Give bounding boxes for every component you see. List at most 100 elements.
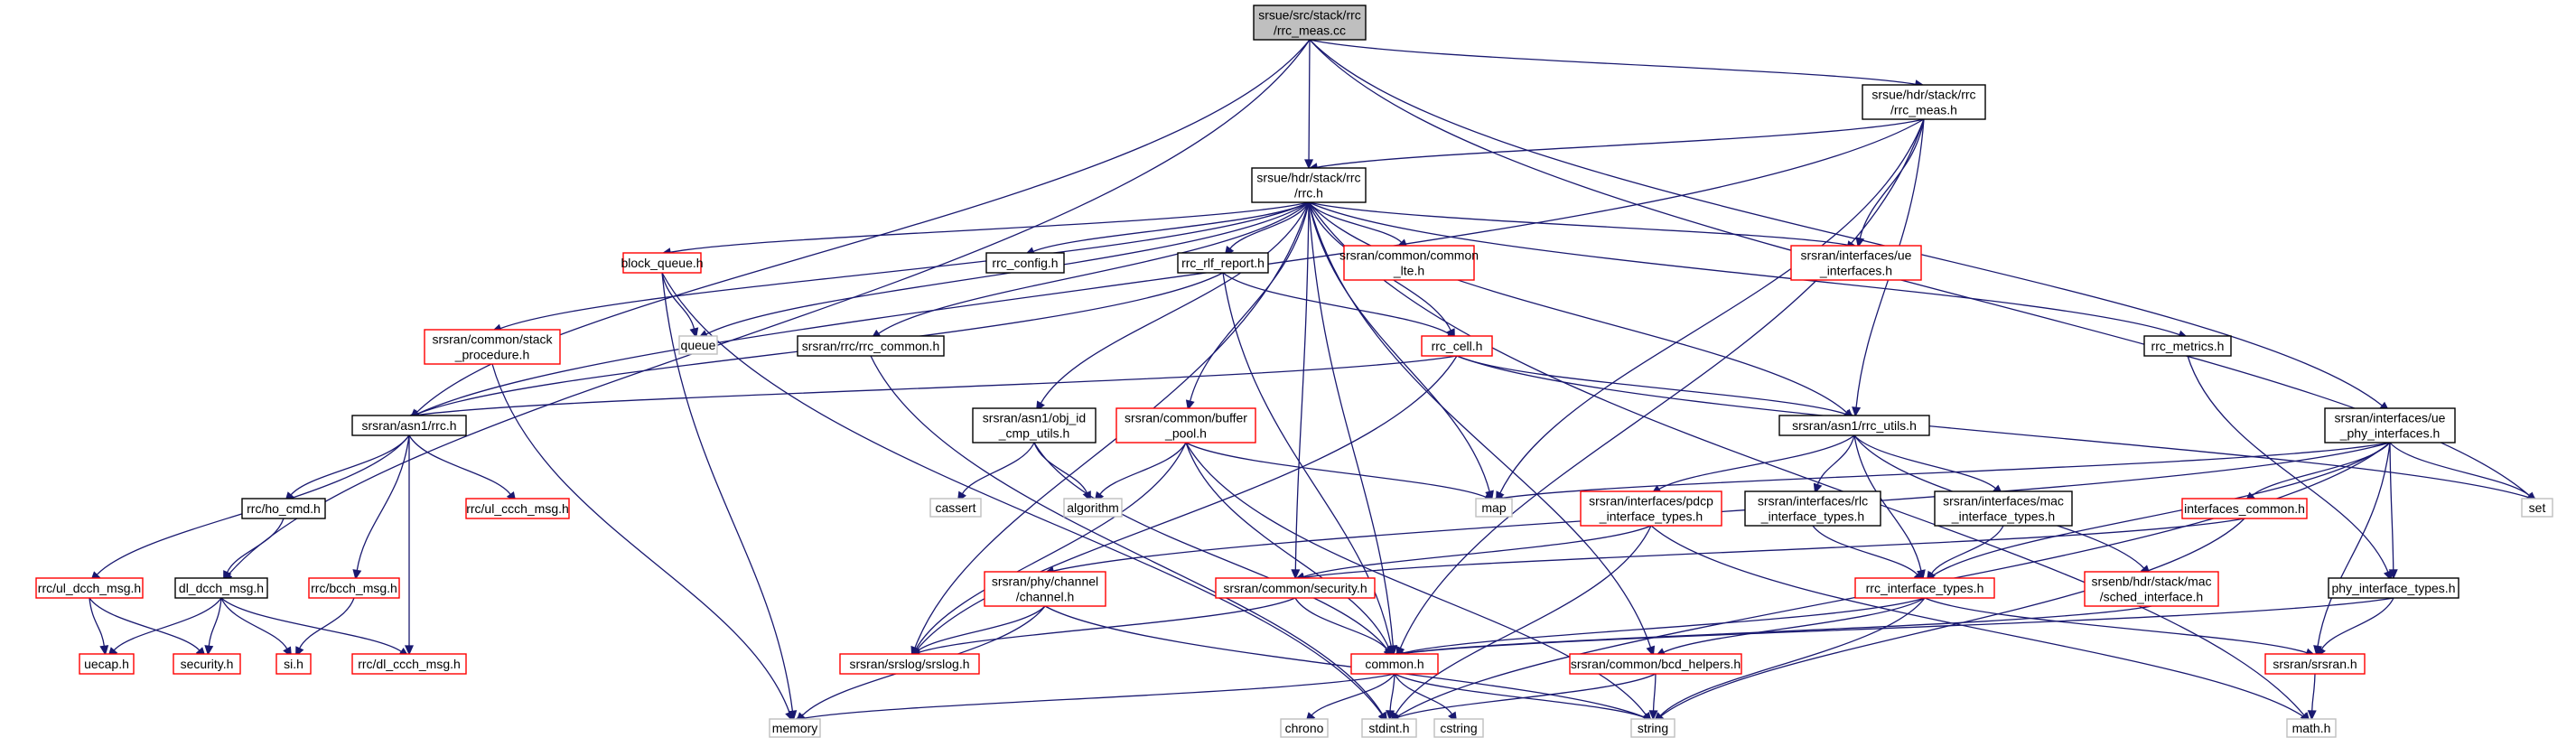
node-common-h[interactable]: common.h	[1350, 653, 1439, 675]
node-box	[1063, 498, 1123, 518]
node-rrc-rlf-report[interactable]: rrc_rlf_report.h	[1177, 252, 1269, 274]
node-label-line: set	[2529, 500, 2546, 515]
node-sched-if[interactable]: srsenb/hdr/stack/mac/sched_interface.h	[2084, 571, 2219, 607]
edge-line	[1222, 272, 1450, 335]
edge-rrc_utils-to-rlc_if	[1813, 434, 1855, 494]
node-ue-phy-interfaces[interactable]: srsran/interfaces/ue_phy_interfaces.h	[2324, 407, 2456, 444]
edge-line	[2389, 442, 2394, 571]
edge-arrowhead	[1185, 399, 1195, 411]
node-rrc-ho-cmd[interactable]: rrc/ho_cmd.h	[241, 498, 326, 519]
node-block-queue[interactable]: block_queue.h	[621, 252, 704, 274]
edge-line	[961, 442, 1035, 495]
node-rrc-common[interactable]: srsran/rrc/rrc_common.h	[797, 335, 945, 357]
edge-arrowhead	[2388, 569, 2398, 580]
edge-line	[1399, 118, 1925, 649]
node-dl-ccch[interactable]: rrc/dl_ccch_msg.h	[351, 653, 467, 675]
node-box	[35, 577, 144, 599]
node-label-line: _interface_types.h	[1599, 509, 1703, 524]
edge-line	[1308, 201, 1849, 246]
node-label-line: /rrc_meas.h	[1890, 103, 1957, 117]
edge-line	[661, 272, 1383, 715]
node-string: string	[1630, 718, 1675, 738]
node-phy-channel[interactable]: srsran/phy/channel/channel.h	[984, 571, 1106, 607]
node-root[interactable]: srsue/src/stack/rrc/rrc_meas.cc	[1253, 5, 1367, 41]
edge-rrc_meas_h-to-rrc_h	[1307, 118, 1925, 173]
edge-line	[1308, 201, 1848, 414]
edge-pdcp_if-to-stdint	[1390, 525, 1652, 723]
edge-line	[1185, 442, 1390, 649]
edge-line	[220, 597, 402, 652]
node-ul-ccch[interactable]: rrc/ul_ccch_msg.h	[465, 498, 570, 519]
node-rrc-utils[interactable]: srsran/asn1/rrc_utils.h	[1778, 415, 1930, 436]
node-rrc-config[interactable]: rrc_config.h	[985, 252, 1065, 274]
node-pdcp-if[interactable]: srsran/interfaces/pdcp_interface_types.h	[1580, 490, 1722, 527]
edge-line	[1663, 597, 1926, 653]
node-uecap[interactable]: uecap.h	[79, 653, 135, 675]
edge-line	[669, 201, 1310, 253]
node-security-h[interactable]: security.h	[173, 653, 241, 675]
edge-bcch-to-si	[295, 597, 355, 658]
node-box	[1350, 653, 1439, 675]
edge-line	[1456, 355, 1847, 416]
node-ul-dcch[interactable]: rrc/ul_dcch_msg.h	[35, 577, 144, 599]
node-box	[241, 498, 326, 519]
node-label-line: /channel.h	[1016, 590, 1075, 604]
edge-phy_channel-to-string	[1044, 605, 1654, 722]
edge-line	[89, 597, 201, 651]
node-srsran-h[interactable]: srsran/srsran.h	[2264, 653, 2366, 675]
node-box	[984, 571, 1106, 607]
node-si[interactable]: si.h	[275, 653, 312, 675]
edge-dl_dcch-to-dl_ccch	[220, 597, 410, 658]
edge-line	[661, 272, 794, 712]
node-interfaces-common[interactable]: interfaces_common.h	[2181, 498, 2308, 519]
node-buffer-pool[interactable]: srsran/common/buffer_pool.h	[1115, 407, 1256, 444]
node-rrc-cell[interactable]: rrc_cell.h	[1421, 335, 1493, 357]
node-phy-if-types[interactable]: phy_interface_types.h	[2328, 577, 2459, 599]
edge-line	[228, 39, 1311, 575]
node-label-line: _cmp_utils.h	[998, 426, 1070, 441]
node-label-line: stdint.h	[1368, 721, 1409, 735]
node-asn1-rrc[interactable]: srsran/asn1/rrc.h	[351, 415, 467, 436]
node-box	[1215, 577, 1376, 599]
node-label-line: rrc/dl_ccch_msg.h	[358, 657, 461, 671]
node-security[interactable]: srsran/common/security.h	[1215, 577, 1376, 599]
node-box	[1361, 718, 1417, 738]
node-label-line: algorithm	[1067, 500, 1119, 515]
node-label-line: srsran/interfaces/pdcp	[1589, 494, 1713, 509]
node-box	[1251, 167, 1367, 203]
node-mac-if[interactable]: srsran/interfaces/mac_interface_types.h	[1934, 490, 2073, 527]
edge-line	[1394, 673, 1453, 715]
edge-line	[1309, 39, 1917, 85]
node-box	[769, 718, 821, 738]
node-label-line: srsue/hdr/stack/rrc	[1256, 171, 1360, 185]
node-obj-id[interactable]: srsran/asn1/obj_id_cmp_utils.h	[972, 407, 1097, 444]
node-box	[1115, 407, 1256, 444]
edge-line	[1099, 442, 1187, 495]
node-label-line: srsran/rrc/rrc_common.h	[802, 339, 939, 353]
node-label-line: interfaces_common.h	[2184, 501, 2305, 516]
node-box	[1569, 653, 1742, 675]
node-rrc-if-types[interactable]: rrc_interface_types.h	[1854, 577, 1995, 599]
node-box	[2328, 577, 2459, 599]
node-label-line: /rrc_meas.cc	[1274, 23, 1346, 38]
node-dl-dcch[interactable]: dl_dcch_msg.h	[174, 577, 268, 599]
edge-line	[356, 434, 410, 571]
edge-line	[1033, 442, 1088, 494]
node-bcd-helpers[interactable]: srsran/common/bcd_helpers.h	[1569, 653, 1742, 675]
edge-common_h-to-stdint	[1386, 673, 1395, 721]
node-label-line: srsran/srslog/srslog.h	[849, 657, 969, 671]
node-srslog[interactable]: srsran/srslog/srslog.h	[839, 653, 980, 675]
edge-line	[1396, 673, 1657, 719]
node-rrc-metrics[interactable]: rrc_metrics.h	[2143, 335, 2232, 357]
node-ue-interfaces[interactable]: srsran/interfaces/ue_interfaces.h	[1790, 245, 1922, 281]
node-rrc-meas-h[interactable]: srsue/hdr/stack/rrc/rrc_meas.h	[1862, 84, 1986, 120]
node-bcch[interactable]: rrc/bcch_msg.h	[308, 577, 400, 599]
node-rlc-if[interactable]: srsran/interfaces/rlc_interface_types.h	[1744, 490, 1881, 527]
edge-line	[1394, 673, 1646, 719]
node-label-line: srsran/common/common	[1339, 248, 1479, 263]
node-common-lte[interactable]: srsran/common/common_lte.h	[1339, 245, 1479, 281]
node-algorithm: algorithm	[1063, 498, 1123, 518]
edge-line	[1650, 525, 2304, 718]
node-stack-procedure[interactable]: srsran/common/stack_procedure.h	[424, 329, 561, 365]
node-rrc-h[interactable]: srsue/hdr/stack/rrc/rrc.h	[1251, 167, 1367, 203]
